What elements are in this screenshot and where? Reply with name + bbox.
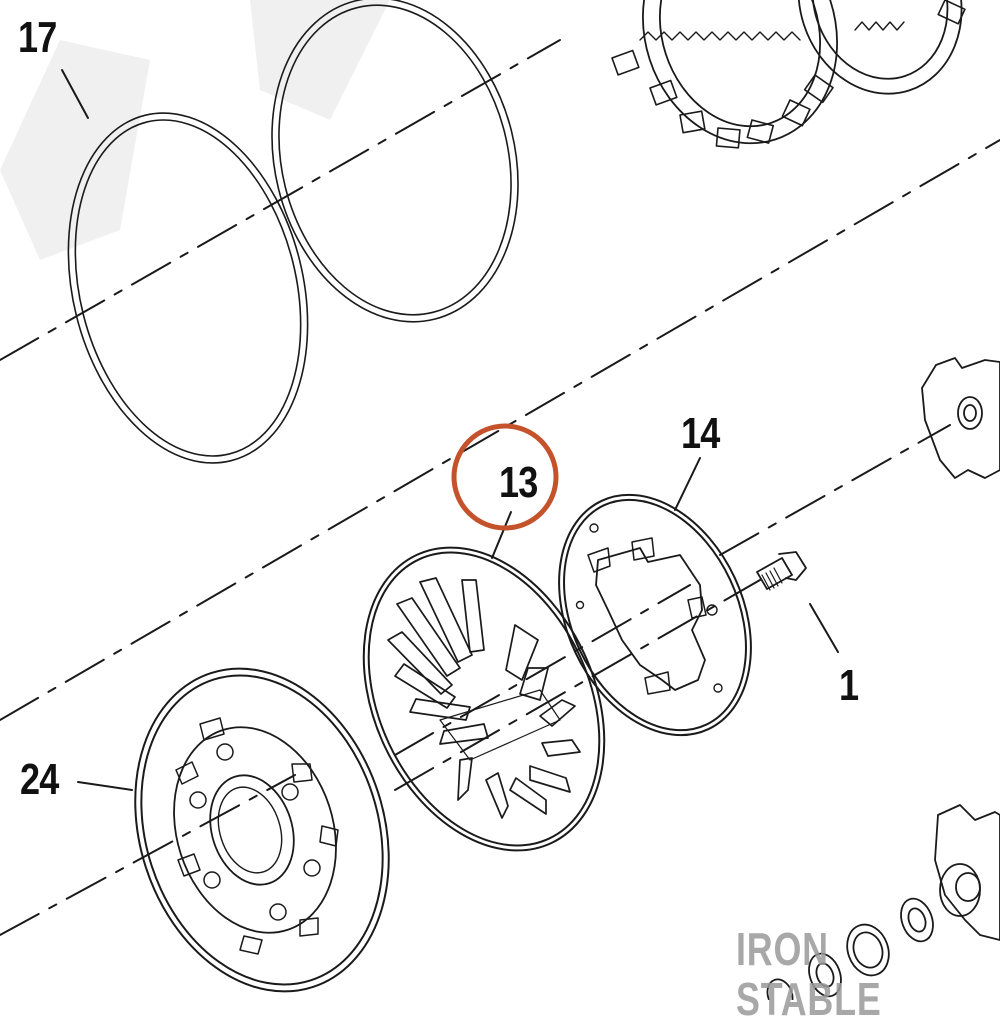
leader-lines — [61, 69, 839, 791]
watermark-text: IRON STABLE — [736, 923, 882, 1025]
part-17-ring-gasket-2[interactable] — [239, 0, 551, 348]
highlight-circle — [451, 423, 559, 531]
clutch-plates-top — [611, 0, 966, 149]
diagram-artwork — [0, 0, 1000, 1000]
part-1-bolt[interactable] — [756, 551, 807, 591]
callout-part-17[interactable]: 17 — [18, 13, 57, 62]
callout-part-1[interactable]: 1 — [839, 661, 859, 710]
background-watermark-shapes — [0, 0, 390, 260]
part-14-pressure-plate[interactable] — [522, 464, 788, 767]
callout-part-13[interactable]: 13 — [499, 458, 538, 507]
part-13-spring-plate[interactable] — [317, 508, 651, 889]
part-17-ring-gasket[interactable] — [33, 87, 342, 488]
right-side-components — [766, 357, 1000, 1000]
part-24-clutch-hub[interactable] — [95, 635, 429, 1000]
callout-part-24[interactable]: 24 — [20, 755, 59, 804]
callout-part-14[interactable]: 14 — [681, 409, 720, 458]
